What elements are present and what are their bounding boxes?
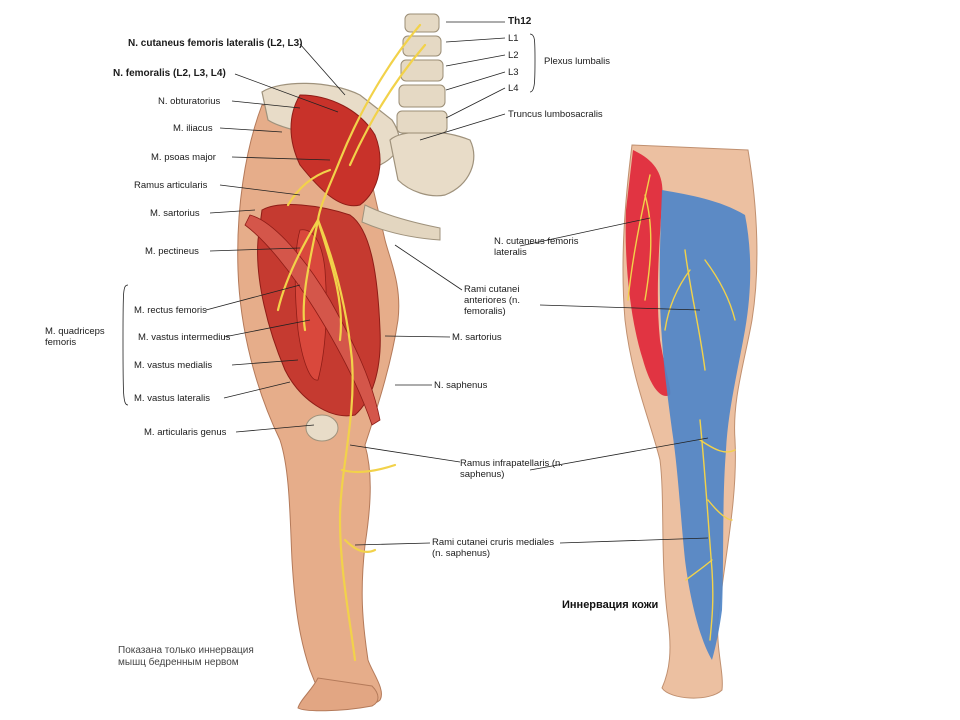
label-rami-cutanei-anteriores: Rami cutanei anteriores (n. femoralis) xyxy=(464,284,520,317)
leader-lines xyxy=(122,21,709,546)
label-pectineus: M. pectineus xyxy=(145,246,199,257)
skin-innervation-figure xyxy=(622,144,758,699)
anterior-leg-figure xyxy=(237,13,475,712)
label-rami-cutanei-cruris: Rami cutanei cruris mediales (n. saphenu… xyxy=(432,537,554,559)
lateral-zone-red xyxy=(625,150,671,396)
patella xyxy=(305,414,339,442)
label-ramus-infrapatellaris: Ramus infrapatellaris (n. saphenus) xyxy=(460,458,563,480)
label-femoralis: N. femoralis (L2, L3, L4) xyxy=(113,68,226,79)
pubic-bone xyxy=(361,204,441,241)
femoral-nerve xyxy=(276,23,427,662)
sartorius-muscle xyxy=(244,214,381,426)
label-l4: L4 xyxy=(508,83,519,94)
label-sartorius: M. sartorius xyxy=(150,208,200,219)
lumbar-spine xyxy=(396,13,448,134)
label-truncus-lumbosacralis: Truncus lumbosacralis xyxy=(508,109,603,120)
label-vastus-medialis: M. vastus medialis xyxy=(134,360,213,371)
label-cutaneus-femoris-lateralis: N. cutaneus femoris lateralis (L2, L3) xyxy=(128,38,303,49)
label-psoas-major: M. psoas major xyxy=(151,152,216,163)
label-vastus-intermedius: M. vastus intermedius xyxy=(138,332,231,343)
foot xyxy=(297,677,379,712)
label-vastus-lateralis: M. vastus lateralis xyxy=(134,393,211,404)
medial-zone-blue xyxy=(659,190,751,660)
label-cutaneus-femoris-lateralis-right: N. cutaneus femoris lateralis xyxy=(494,236,579,258)
label-l3: L3 xyxy=(508,67,519,78)
label-ramus-articularis: Ramus articularis xyxy=(134,180,208,191)
sacrum xyxy=(389,131,475,197)
label-articularis-genus: M. articularis genus xyxy=(144,427,227,438)
label-l2: L2 xyxy=(508,50,519,61)
label-saphenus: N. saphenus xyxy=(434,380,488,391)
caption-skin-innervation: Иннервация кожи xyxy=(562,599,659,611)
label-plexus-lumbalis: Plexus lumbalis xyxy=(544,56,610,67)
label-iliacus: M. iliacus xyxy=(173,123,213,134)
label-sartorius-right: M. sartorius xyxy=(452,332,502,343)
label-quadriceps-femoris: M. quadriceps femoris xyxy=(45,326,105,348)
label-obturatorius: N. obturatorius xyxy=(158,96,221,107)
label-l1: L1 xyxy=(508,33,519,44)
label-th12: Th12 xyxy=(508,16,532,27)
note-femoral-innervation: Показана только иннервация мышц бедренны… xyxy=(118,645,254,668)
label-rectus-femoris: M. rectus femoris xyxy=(134,305,207,316)
